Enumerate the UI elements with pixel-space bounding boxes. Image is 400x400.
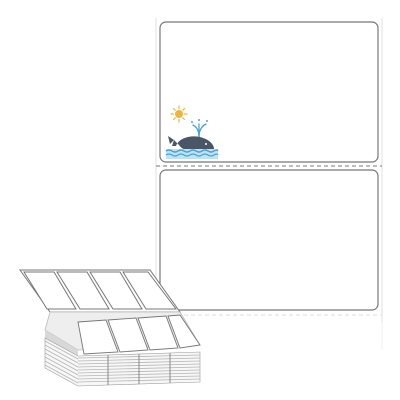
whale-logo-icon xyxy=(165,105,219,159)
fanfold-top-strip xyxy=(19,269,181,313)
sun-icon xyxy=(170,105,188,123)
whale-body xyxy=(172,136,214,150)
wave-line-2 xyxy=(165,153,219,157)
fanfold-fold-shadow xyxy=(45,330,78,356)
whale-tail xyxy=(168,136,174,144)
spout-icon xyxy=(191,119,208,138)
label-bottom xyxy=(159,169,379,311)
fanfold-top-labels xyxy=(23,271,178,310)
label-top xyxy=(159,21,379,163)
whale-eye xyxy=(205,143,207,145)
wave-line-1 xyxy=(165,149,219,153)
fanfold-stack-top-labels xyxy=(77,314,201,355)
fanfold-stack-dividers xyxy=(107,353,171,385)
fanfold-stack xyxy=(19,269,201,387)
